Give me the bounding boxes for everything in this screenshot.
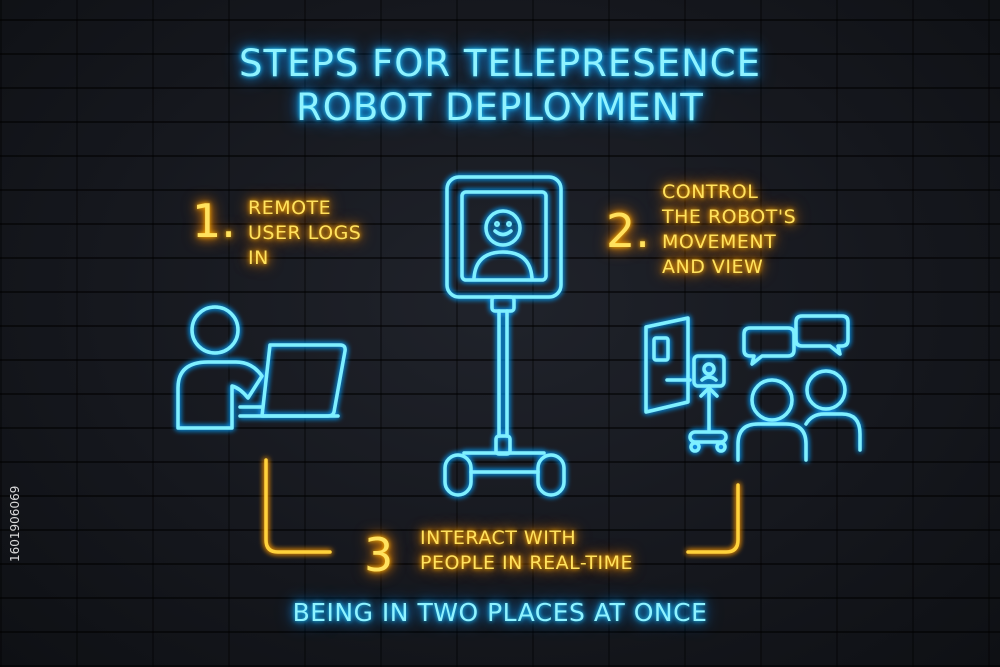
footer-tagline: BEING IN TWO PLACES AT ONCE [292, 598, 708, 627]
people-talking-icon [644, 314, 862, 462]
step-1-number: 1. [192, 194, 236, 248]
person-at-laptop-icon [176, 305, 347, 430]
bracket-right [686, 483, 740, 554]
page-title: STEPS FOR TELEPRESENCE ROBOT DEPLOYMENT [0, 42, 1000, 130]
step-2-number: 2. [606, 204, 650, 258]
bracket-left [264, 458, 332, 554]
step3-bracket [264, 458, 740, 554]
step-3-text: INTERACT WITH PEOPLE IN REAL-TIME [420, 527, 634, 574]
title-line-1: STEPS FOR TELEPRESENCE [238, 42, 762, 85]
stock-id-text: 1601906069 [8, 485, 22, 562]
telepresence-robot-icon [443, 175, 566, 497]
title-line-2: ROBOT DEPLOYMENT [296, 86, 704, 129]
step-1-text: REMOTE USER LOGS IN [248, 197, 362, 269]
step-2-text: CONTROL THE ROBOT'S MOVEMENT AND VIEW [662, 181, 797, 278]
stock-id-watermark: 1601906069 [2, 420, 32, 570]
step-3-number: 3 [364, 528, 394, 582]
